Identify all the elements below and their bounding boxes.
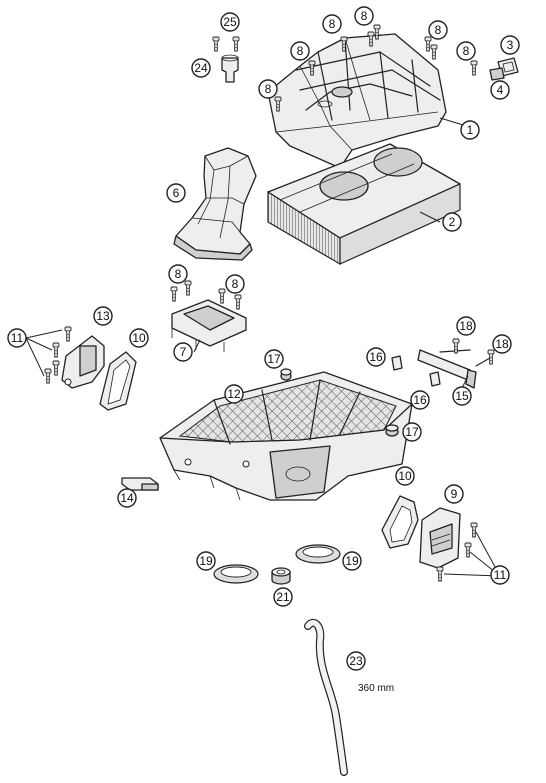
callout-8-e: 8	[456, 41, 476, 61]
callout-18-b: 18	[492, 334, 512, 354]
callout-2: 2	[442, 212, 462, 232]
intake-sensor	[212, 36, 240, 83]
callout-10-right: 10	[395, 466, 415, 486]
callout-8-a: 8	[322, 14, 342, 34]
callout-8-d: 8	[290, 41, 310, 61]
hose-length-label: 360 mm	[358, 683, 394, 694]
callout-8-b: 8	[354, 6, 374, 26]
svg-text:15: 15	[455, 389, 469, 403]
callout-23: 23	[346, 651, 366, 671]
callout-7: 7	[173, 342, 193, 362]
callout-6: 6	[166, 183, 186, 203]
svg-text:11: 11	[494, 568, 507, 582]
callout-21: 21	[273, 587, 293, 607]
right-gasket	[381, 495, 419, 549]
callout-10-left: 10	[129, 328, 149, 348]
svg-text:24: 24	[194, 61, 208, 75]
grommets	[280, 368, 399, 437]
svg-text:8: 8	[435, 23, 442, 37]
svg-text:18: 18	[459, 319, 473, 333]
clip	[121, 477, 159, 491]
svg-text:14: 14	[120, 491, 134, 505]
air-filter	[267, 143, 461, 266]
callout-17-a: 17	[264, 349, 284, 369]
svg-text:6: 6	[173, 186, 180, 200]
svg-text:21: 21	[276, 590, 290, 604]
callout-8-f: 8	[258, 79, 278, 99]
svg-text:25: 25	[223, 15, 237, 29]
drain-hose: 360 mm	[304, 618, 394, 776]
callout-16-b: 16	[410, 390, 430, 410]
callout-25: 25	[220, 12, 240, 32]
svg-text:17: 17	[267, 352, 281, 366]
gasket-plate	[489, 57, 519, 81]
svg-text:10: 10	[132, 331, 146, 345]
callout-11-right: 11	[490, 565, 510, 585]
svg-text:8: 8	[297, 44, 304, 58]
seals	[213, 544, 341, 585]
right-bracket	[391, 338, 495, 389]
right-mount-bracket	[419, 507, 478, 582]
svg-text:23: 23	[349, 654, 363, 668]
svg-text:13: 13	[96, 309, 110, 323]
callout-18-a: 18	[456, 316, 476, 336]
svg-text:8: 8	[265, 82, 272, 96]
svg-text:10: 10	[398, 469, 412, 483]
svg-text:7: 7	[180, 345, 187, 359]
callout-1: 1	[460, 120, 480, 140]
svg-text:16: 16	[413, 393, 427, 407]
callout-19-left: 19	[196, 551, 216, 571]
callout-4: 4	[490, 80, 510, 100]
svg-text:4: 4	[497, 83, 504, 97]
svg-text:8: 8	[232, 277, 239, 291]
callout-8-h: 8	[225, 274, 245, 294]
svg-text:18: 18	[495, 337, 509, 351]
callout-16-a: 16	[366, 347, 386, 367]
svg-text:8: 8	[175, 267, 182, 281]
svg-text:11: 11	[11, 331, 24, 345]
svg-text:9: 9	[451, 487, 458, 501]
callout-12: 12	[224, 384, 244, 404]
callout-13: 13	[93, 306, 113, 326]
callout-19-right: 19	[342, 551, 362, 571]
svg-text:8: 8	[329, 17, 336, 31]
airbox-housing	[159, 371, 413, 501]
svg-text:19: 19	[345, 554, 359, 568]
svg-text:1: 1	[467, 123, 474, 137]
svg-text:8: 8	[361, 9, 368, 23]
svg-text:12: 12	[227, 387, 241, 401]
callout-14: 14	[117, 488, 137, 508]
svg-text:8: 8	[463, 44, 470, 58]
callout-24: 24	[191, 58, 211, 78]
svg-text:2: 2	[449, 215, 456, 229]
intake-boot	[173, 147, 257, 261]
left-gasket	[99, 351, 137, 411]
callout-3: 3	[500, 35, 520, 55]
callout-11-left: 11	[7, 328, 27, 348]
svg-text:19: 19	[199, 554, 213, 568]
svg-text:16: 16	[369, 350, 383, 364]
left-bracket	[44, 326, 105, 389]
svg-text:17: 17	[405, 425, 419, 439]
callout-17-b: 17	[402, 422, 422, 442]
callout-8-g: 8	[168, 264, 188, 284]
callout-15: 15	[452, 386, 472, 406]
callout-8-c: 8	[428, 20, 448, 40]
callout-9: 9	[444, 484, 464, 504]
sensor-housing	[170, 280, 247, 352]
svg-text:3: 3	[507, 38, 514, 52]
